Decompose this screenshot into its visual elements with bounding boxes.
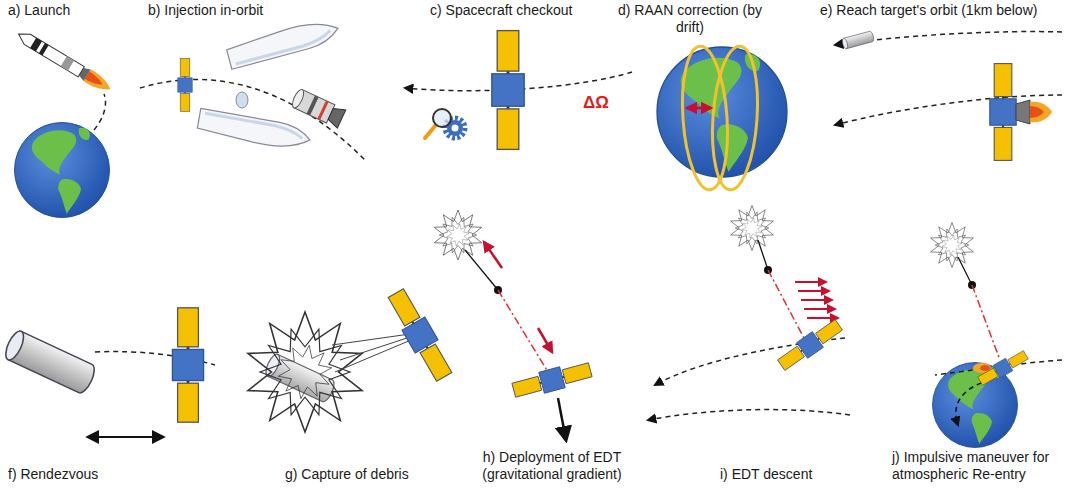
distance-arrow xyxy=(88,436,163,438)
gradient-arrow xyxy=(538,328,552,352)
fairing-half xyxy=(226,16,341,69)
raan-panel xyxy=(657,45,787,192)
orbit-path xyxy=(835,95,1062,125)
phase-caption: b) Injection in-orbit xyxy=(148,2,263,19)
rocket xyxy=(85,72,105,88)
electrodynamic-tether xyxy=(768,270,805,340)
satellite xyxy=(776,317,845,373)
net-tether xyxy=(332,334,410,345)
upper-stage xyxy=(317,101,328,120)
satellite xyxy=(172,308,203,422)
phase-caption: c) Spacecraft checkout xyxy=(430,2,572,19)
drag-arrow xyxy=(798,290,829,292)
tether xyxy=(758,240,768,270)
electrodynamic-tether xyxy=(972,285,1000,360)
capture-net xyxy=(731,206,774,251)
checkout-icon xyxy=(425,109,465,138)
gradient-arrow xyxy=(484,242,502,268)
capture-panel xyxy=(248,286,456,432)
deployment-panel xyxy=(434,210,593,440)
capture-net xyxy=(434,210,482,260)
net-tether xyxy=(335,340,411,372)
rendezvous-panel xyxy=(2,308,215,437)
adapter-ring xyxy=(236,92,248,108)
thruster-flame xyxy=(1030,106,1044,118)
phase-caption: a) Launch xyxy=(8,2,70,19)
checkout-icon xyxy=(425,126,435,138)
satellite xyxy=(384,286,455,383)
upper-stage xyxy=(326,105,345,128)
drag-arrow xyxy=(801,299,832,301)
launch-path xyxy=(94,94,106,130)
satellite xyxy=(977,349,1030,388)
fairing-half xyxy=(197,108,313,152)
thruster xyxy=(1016,100,1030,124)
checkout-icon xyxy=(433,109,451,127)
reentry-panel xyxy=(931,223,1062,448)
phase-caption: f) Rendezvous xyxy=(8,466,98,483)
target-orbit-panel xyxy=(835,31,1062,161)
orbit-path xyxy=(140,80,365,160)
capture-net xyxy=(931,223,974,268)
debris-cylinder xyxy=(2,329,98,396)
drag-arrow xyxy=(807,317,838,319)
phase-caption: j) Impulsive maneuver for atmospheric Re… xyxy=(892,449,1064,483)
checkout-panel xyxy=(405,31,632,150)
satellite xyxy=(492,31,524,150)
fairing-half xyxy=(197,108,313,152)
fairing-half xyxy=(226,16,341,69)
rocket xyxy=(15,28,114,95)
phase-caption: h) Deployment of EDT (gravitational grad… xyxy=(462,449,642,483)
drag-arrow xyxy=(795,281,826,283)
rocket xyxy=(16,29,85,77)
reentry-path xyxy=(956,380,990,425)
satellite xyxy=(178,59,192,112)
raan-arrow xyxy=(687,107,711,110)
debris-cylinder xyxy=(841,31,874,50)
descent-panel xyxy=(648,206,850,421)
fairing-half xyxy=(234,30,333,64)
drag-arrow xyxy=(804,308,835,310)
launch-panel xyxy=(14,28,114,217)
phase-caption: d) RAAN correction (by drift) xyxy=(615,2,765,36)
phase-caption: e) Reach target's orbit (1km below) xyxy=(820,2,1037,19)
checkout-icon xyxy=(452,125,459,132)
upper-stage xyxy=(290,88,346,128)
earth xyxy=(14,123,109,218)
upper-stage xyxy=(290,88,306,110)
net-tether xyxy=(340,337,410,360)
rocket xyxy=(30,38,42,52)
thruster-flame xyxy=(1030,102,1052,123)
satellite xyxy=(990,64,1016,161)
phase-caption: g) Capture of debris xyxy=(285,466,409,483)
orbit-ring xyxy=(708,45,762,192)
satellite xyxy=(511,359,593,400)
fairing-half xyxy=(204,113,304,138)
raan-symbol: ΔΩ xyxy=(583,93,609,113)
rocket xyxy=(61,56,74,71)
phase-caption: i) EDT descent xyxy=(720,466,812,483)
injection-panel xyxy=(140,16,365,160)
rocket xyxy=(39,43,49,55)
orbit-path xyxy=(648,410,850,420)
thruster-flame xyxy=(980,365,990,371)
capture-net xyxy=(248,312,362,432)
tether xyxy=(958,257,972,285)
upper-stage xyxy=(307,96,319,116)
gravity-arrow xyxy=(558,398,566,440)
